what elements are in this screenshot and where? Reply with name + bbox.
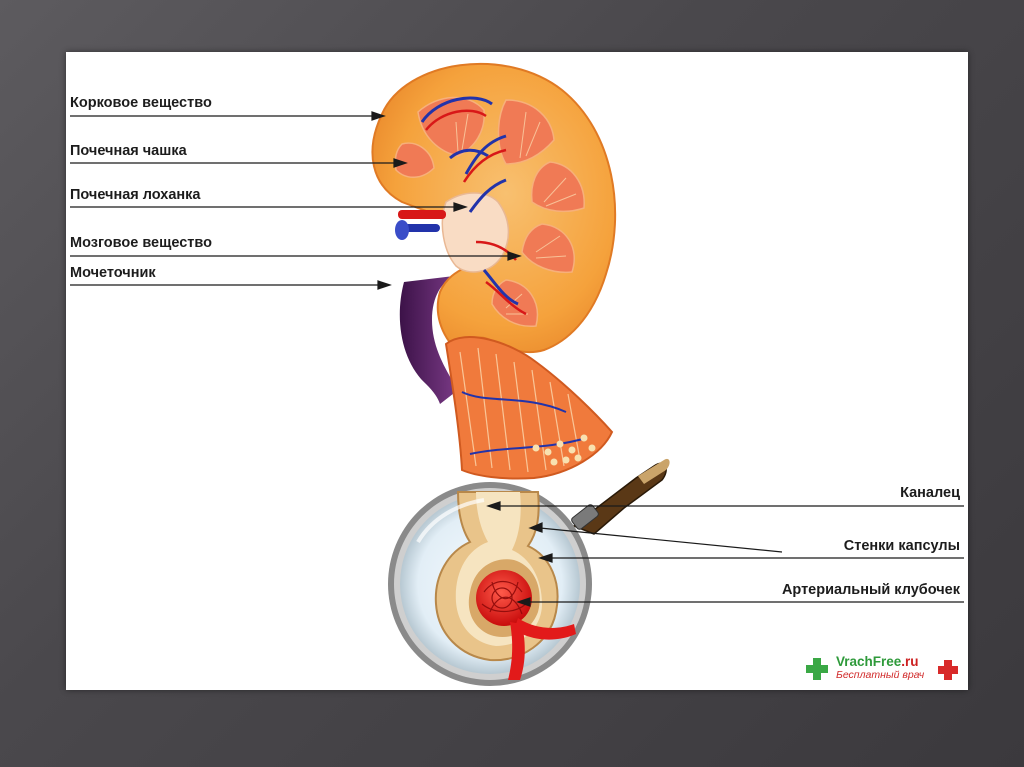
hilum-vein-stub (395, 220, 409, 240)
label-renal-calyx: Почечная чашка (70, 143, 187, 159)
brand-name: VrachFree.ru (836, 654, 919, 669)
slide-canvas: Корковое вещество Почечная чашка Почечна… (66, 52, 968, 690)
medulla-wedge-section (446, 337, 612, 478)
hilum-artery (398, 210, 446, 219)
label-medulla: Мозговое вещество (70, 235, 212, 251)
label-tubule: Каналец (900, 485, 960, 501)
label-glomerulus: Артериальный клубочек (782, 582, 960, 598)
brand-tagline: Бесплатный врач (836, 669, 924, 681)
brand-logo: VrachFree.ru Бесплатный врач (806, 654, 960, 684)
label-cortex: Корковое вещество (70, 95, 212, 111)
label-ureter: Мочеточник (70, 265, 156, 281)
magnifier-handle (570, 459, 669, 534)
label-capsule-walls: Стенки капсулы (844, 538, 960, 554)
label-renal-pelvis: Почечная лоханка (70, 187, 201, 203)
